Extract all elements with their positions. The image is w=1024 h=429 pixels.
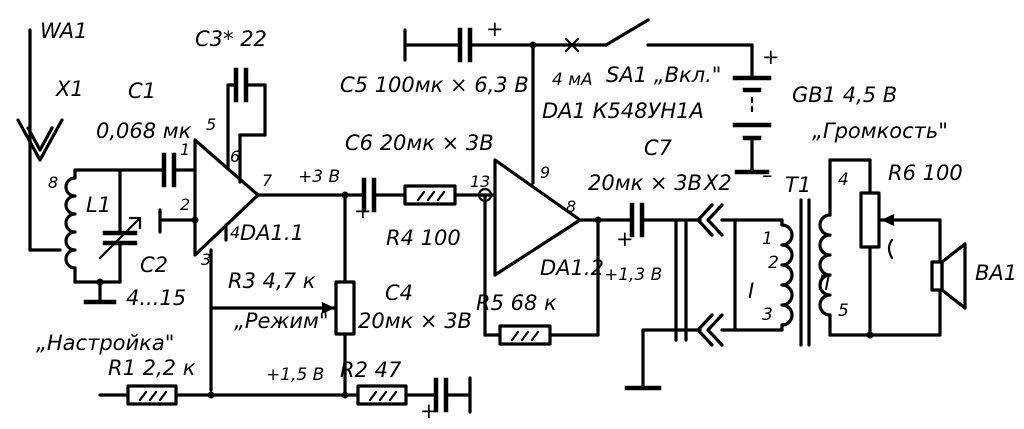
label-voltage-1-5v: +1,5 В <box>266 365 324 385</box>
resistor-r5 <box>483 193 600 346</box>
label-pin-6: 6 <box>230 147 240 166</box>
label-pin-5: 5 <box>206 115 216 134</box>
resistor-r1 <box>98 384 215 406</box>
label-r3: R3 4,7 к <box>228 269 316 293</box>
label-winding-3: 3 <box>762 305 773 325</box>
label-winding-ii: II <box>818 271 830 295</box>
label-pin-2: 2 <box>180 195 190 214</box>
label-c4-ref: C4 <box>385 281 413 305</box>
battery-gb1 <box>732 43 772 175</box>
label-c3: C3* 22 <box>195 27 267 51</box>
potentiometer-r6 <box>828 158 942 339</box>
label-wa1: WA1 <box>40 19 87 43</box>
antenna-connector-x1 <box>16 118 64 162</box>
label-c2-ref: C2 <box>140 253 168 277</box>
label-c7-ref: C7 <box>644 136 673 160</box>
label-t1: T1 <box>785 173 811 197</box>
label-r2: R2 47 <box>340 358 402 382</box>
label-voltage-3v: +3 В <box>298 167 340 187</box>
opamp-da1-1 <box>158 128 347 392</box>
label-winding-2: 2 <box>768 253 779 273</box>
label-c7-value: 20мк × 3В <box>588 171 702 195</box>
label-c5: C5 100мк × 6,3 В <box>340 73 529 97</box>
label-da1-2: DA1.2 <box>540 256 604 280</box>
label-c4-value: 20мк × 3В <box>358 309 472 333</box>
label-winding-5: 5 <box>838 301 849 321</box>
label-pin-3: 3 <box>201 250 211 269</box>
label-pin-13: 13 <box>470 172 490 191</box>
label-pin-4: 4 <box>230 223 240 242</box>
label-x1: X1 <box>55 77 84 101</box>
label-c6-plus: + <box>354 199 372 223</box>
label-c4-plus: + <box>420 399 438 423</box>
label-volume: „Громкость" <box>812 119 948 143</box>
ground-input <box>73 278 122 305</box>
label-c2-value: 4...15 <box>126 286 186 310</box>
capacitor-c7 <box>596 202 702 238</box>
label-l1: L1 <box>86 193 111 217</box>
capacitor-c3 <box>226 67 267 152</box>
potentiometer-r3 <box>209 191 356 397</box>
label-ba1: BA1 <box>975 261 1017 285</box>
label-c7-plus: + <box>616 227 634 251</box>
capacitor-c6 <box>343 177 407 213</box>
switch-sa1 <box>531 18 754 53</box>
label-current: 4 мА <box>552 70 593 90</box>
label-gb1-minus: – <box>762 163 773 187</box>
label-da1: DA1 К548УН1А <box>542 99 704 123</box>
label-c5-plus: + <box>486 17 504 41</box>
label-sa1: SA1 „Вкл." <box>606 63 721 87</box>
label-pin-7: 7 <box>262 171 273 190</box>
transformer-t1 <box>720 158 832 347</box>
label-r5: R5 68 к <box>476 291 557 315</box>
capacitor-c5 <box>403 27 535 63</box>
label-pin-9: 9 <box>540 163 550 182</box>
label-winding-i: I <box>748 279 754 303</box>
label-r4: R4 100 <box>386 226 461 250</box>
resistor-r2 <box>209 384 438 406</box>
capacitor-c1 <box>158 152 197 188</box>
speaker-ba1 <box>930 218 967 337</box>
label-gb1-plus: + <box>762 45 780 69</box>
label-winding-1: 1 <box>762 229 773 249</box>
label-c1-value: 0,068 мк <box>96 119 192 143</box>
label-r6: R6 100 <box>888 161 963 185</box>
opamp-da1-2 <box>483 41 602 277</box>
connector-x2 <box>624 203 724 391</box>
label-l1-pin8: 8 <box>48 173 58 192</box>
label-mode: „Режим" <box>234 309 329 333</box>
label-c6: C6 20мк × 3В <box>345 131 494 155</box>
label-gb1: GB1 4,5 В <box>792 83 897 107</box>
label-pin-1: 1 <box>180 140 190 159</box>
label-r1: R1 2,2 к <box>108 356 196 380</box>
label-tuning: „Настройка" <box>36 331 174 355</box>
capacitor-c2-trimmer <box>98 168 142 284</box>
capacitor-c4 <box>433 376 472 414</box>
resistor-r4 <box>403 184 493 206</box>
label-x2: X2 <box>703 171 732 195</box>
label-voltage-1-3v: +1,3 В <box>604 265 662 285</box>
inductor-l1 <box>64 168 162 284</box>
label-winding-4: 4 <box>838 170 849 190</box>
label-c1-ref: C1 <box>128 79 156 103</box>
label-da1-1: DA1.1 <box>240 221 304 245</box>
label-pin-8: 8 <box>566 197 576 216</box>
